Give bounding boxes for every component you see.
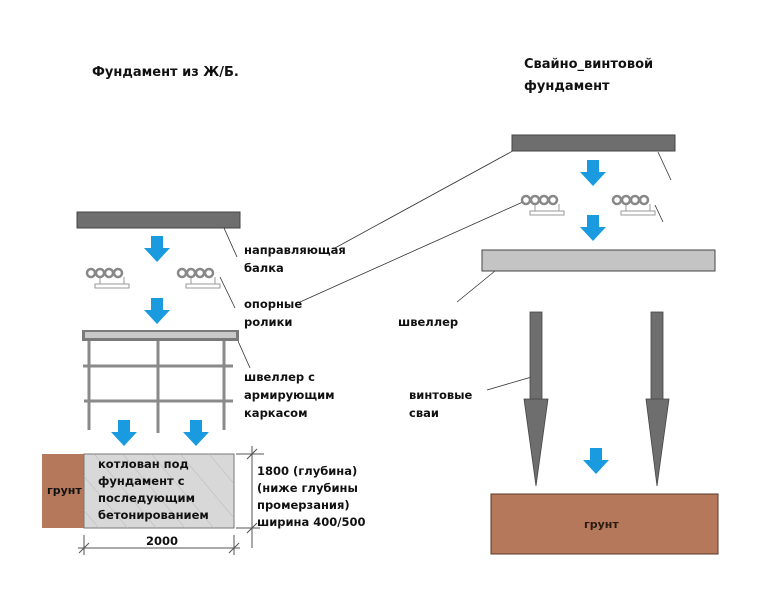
left-arrow-4 <box>183 420 209 446</box>
label-line: ширина 400/500 <box>257 515 366 529</box>
right-soil-block <box>490 493 719 555</box>
title-line: фундамент <box>524 79 610 94</box>
label-right-soil: грунт <box>584 518 619 531</box>
left-soil-block <box>42 454 84 528</box>
left-guide-beam <box>76 211 241 229</box>
left-channel-frame <box>82 330 239 433</box>
label-support-rollers: опорные ролики <box>244 295 302 331</box>
label-line: опорные <box>244 297 303 311</box>
width-dimension-line <box>78 535 240 555</box>
left-arrow-3 <box>111 420 137 446</box>
label-line: швеллер с <box>244 370 315 384</box>
right-roller-set-1 <box>520 194 566 217</box>
label-channel-frame: швеллер с армирующим каркасом <box>244 368 335 422</box>
label-depth-note: 1800 (глубина) (ниже глубины промерзания… <box>257 463 365 531</box>
right-guide-beam <box>511 134 676 152</box>
label-channel: швеллер <box>398 315 459 329</box>
leader-lines <box>219 146 672 391</box>
label-line: 1800 (глубина) <box>257 464 358 478</box>
label-line: армирующим <box>244 388 335 402</box>
right-arrow-2 <box>580 215 606 241</box>
label-line: бетонированием <box>98 508 209 522</box>
left-roller-set-2 <box>176 267 222 290</box>
label-line: балка <box>244 261 284 275</box>
title-line: Свайно_винтовой <box>524 57 654 72</box>
left-title: Фундамент из Ж/Б. <box>92 65 239 80</box>
label-line: последующим <box>98 491 196 505</box>
right-channel-beam <box>481 249 716 272</box>
left-arrow-1 <box>144 236 170 262</box>
right-title: Свайно_винтовой фундамент <box>524 54 653 98</box>
label-line: ролики <box>244 315 293 329</box>
label-pit: котлован под фундамент с последующим бет… <box>98 456 209 524</box>
label-line: котлован под <box>98 457 189 471</box>
screw-pile-1 <box>523 311 549 487</box>
screw-pile-2 <box>645 311 670 487</box>
label-left-soil: грунт <box>47 484 82 497</box>
right-arrow-1 <box>580 160 606 186</box>
label-line: сваи <box>409 406 439 420</box>
label-line: промерзания) <box>257 498 350 512</box>
left-arrow-2 <box>144 298 170 324</box>
label-guide-beam: направляющая балка <box>244 241 346 277</box>
depth-dimension-line <box>236 446 264 548</box>
label-line: винтовые <box>409 388 473 402</box>
label-screw-piles: винтовые сваи <box>409 386 472 422</box>
label-line: фундамент с <box>98 474 185 488</box>
right-roller-set-2 <box>611 194 657 217</box>
right-arrow-3 <box>583 448 609 474</box>
label-line: (ниже глубины <box>257 481 358 495</box>
label-line: направляющая <box>244 243 346 257</box>
label-width-dim: 2000 <box>146 534 179 548</box>
label-line: каркасом <box>244 406 308 420</box>
left-roller-set-1 <box>85 267 131 290</box>
